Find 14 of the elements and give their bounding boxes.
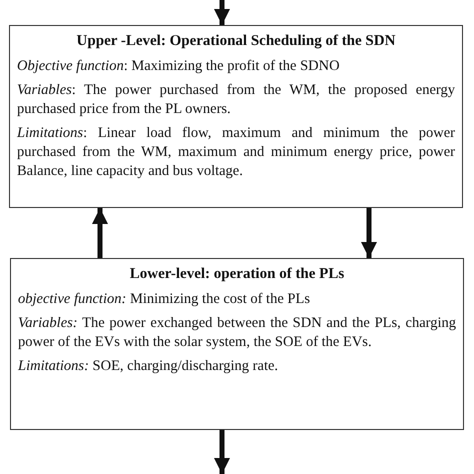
process-box (10, 258, 464, 430)
box-heading: Upper -Level: Operational Scheduling of the SDN (76, 32, 396, 51)
box-text: Objective function: Maximizing the profit of the SDNO (17, 57, 341, 76)
box-text: Variables: The power purchased from the WM, the proposed energy purchased price from the PL owners. (17, 81, 455, 119)
box-text: Limitations: SOE, charging/discharging rate. (18, 357, 280, 376)
arrow (214, 430, 230, 474)
box-text: objective function: Minimizing the cost of the PLs (18, 290, 311, 309)
box-text: Variables: The power exchanged between the SDN and the PLs, charging power of the EVs with the solar system, the SOE of the EVs. (18, 314, 456, 352)
process-box (9, 25, 463, 208)
arrow (92, 208, 108, 258)
arrow (361, 208, 377, 258)
box-text: Limitations: Linear load flow, maximum and minimum the power purchased from the WM, maximum and minimum energy price, power Balance, line capacity and bus voltage. (17, 124, 455, 181)
arrow (214, 0, 230, 25)
box-heading: Lower-level: operation of the PLs (128, 265, 346, 284)
